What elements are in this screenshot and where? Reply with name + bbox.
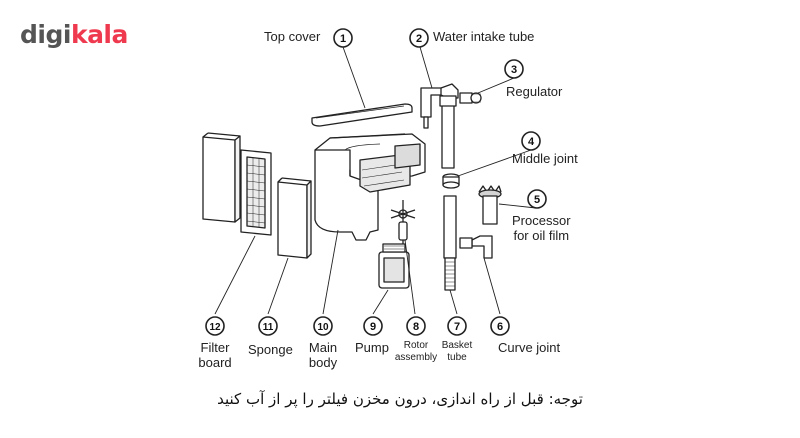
digikala-logo: digikala [20,22,128,47]
marker-12-number: 12 [209,322,221,333]
marker-7 [447,316,467,336]
marker-11 [258,316,278,336]
number-markers [205,28,547,336]
leader-lines [214,46,537,315]
label-basket-tube: Basket tube [441,340,473,363]
label-filter-board: Filter board [198,340,232,370]
label-middle-joint: Middle joint [512,151,578,166]
processor-drawing [478,185,502,225]
marker-4-number: 4 [528,136,535,148]
marker-10 [313,316,333,336]
sponge-frame-drawing [240,149,272,236]
regulator-drawing [459,92,482,104]
marker-3 [504,59,524,79]
label-rotor-assembly: Rotor assembly [394,340,438,363]
marker-1 [333,28,353,48]
marker-2-number: 2 [416,33,422,45]
label-regulator: Regulator [506,84,563,99]
marker-9-number: 9 [370,321,376,333]
label-curve-joint: Curve joint [498,340,561,355]
label-top-cover: Top cover [264,29,321,44]
marker-numbers: 1 2 3 4 5 6 7 8 9 10 11 12 [209,33,540,333]
middle-joint-drawing [442,173,460,189]
filter-board-drawing [202,132,241,223]
marker-5-number: 5 [534,194,540,206]
marker-3-number: 3 [511,64,517,76]
marker-4 [521,131,541,151]
pump-drawing [378,243,410,289]
rotor-drawing [390,200,416,246]
top-cover-drawing [311,103,413,127]
label-processor: Processor for oil film [512,213,571,243]
logo-part-1: digi [20,20,71,49]
marker-6-number: 6 [497,321,503,333]
curve-joint-drawing [459,235,493,259]
marker-8 [406,316,426,336]
label-pump: Pump [355,340,389,355]
intake-tube-drawing [420,83,459,169]
marker-7-number: 7 [454,321,460,333]
marker-8-number: 8 [413,321,419,333]
label-main-body: Main body [308,340,338,370]
marker-12 [205,316,225,336]
marker-10-number: 10 [317,322,329,333]
marker-6 [490,316,510,336]
basket-tube-drawing [443,195,457,291]
setup-note: توجه: قبل از راه اندازی، درون مخزن فیلتر… [217,390,583,408]
marker-9 [363,316,383,336]
marker-1-number: 1 [340,33,346,45]
main-body-drawing [314,133,426,241]
marker-2 [409,28,429,48]
label-sponge: Sponge [248,342,293,357]
logo-part-2: kala [70,20,128,49]
marker-5 [527,189,547,209]
marker-11-number: 11 [263,322,274,333]
sponge-drawing [277,177,312,259]
label-water-intake-tube: Water intake tube [433,29,535,44]
